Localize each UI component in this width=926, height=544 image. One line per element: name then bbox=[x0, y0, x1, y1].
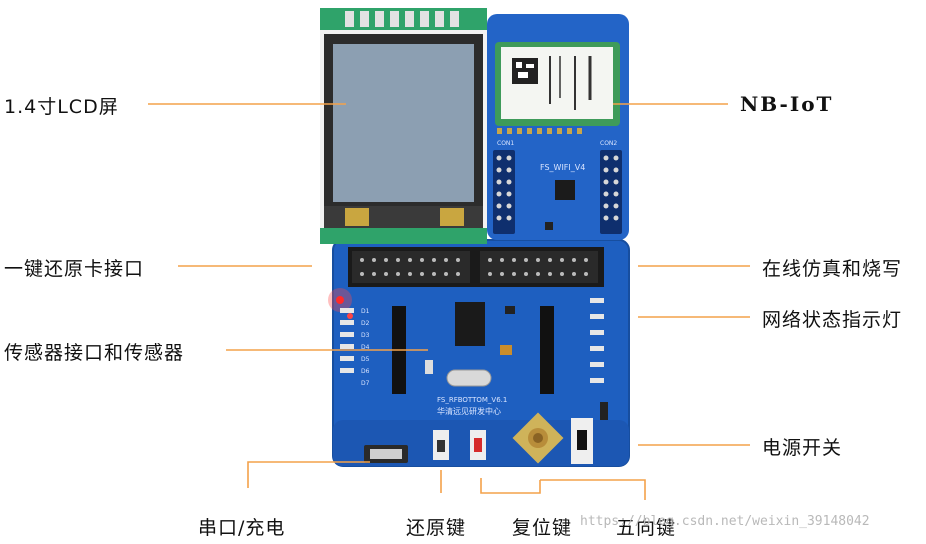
silk-d7: D7 bbox=[361, 380, 370, 387]
label-reset-key: 复位键 bbox=[512, 517, 573, 539]
silk-bottom: FS_RFBOTTOM_V6.1 bbox=[437, 396, 507, 404]
watermark: https://blog.csdn.net/weixin_39148042 bbox=[580, 514, 870, 529]
label-restore-key: 还原键 bbox=[406, 517, 467, 539]
label-lcd: 1.4寸LCD屏 bbox=[4, 96, 119, 118]
silk-d5: D5 bbox=[361, 356, 370, 363]
label-net-led: 网络状态指示灯 bbox=[762, 309, 903, 331]
silk-d3: D3 bbox=[361, 332, 370, 339]
silk-con1: CON1 bbox=[497, 140, 514, 147]
silk-d6: D6 bbox=[361, 368, 370, 375]
five-way-key bbox=[512, 412, 564, 464]
label-restore-port: 一键还原卡接口 bbox=[4, 258, 145, 280]
lcd-screen bbox=[333, 44, 474, 202]
silk-d2: D2 bbox=[361, 320, 370, 327]
bottom-board bbox=[333, 240, 629, 466]
sensor-header-right bbox=[540, 306, 554, 394]
leader-five-key bbox=[540, 479, 646, 500]
silk-d1: D1 bbox=[361, 308, 370, 315]
label-emulate: 在线仿真和烧写 bbox=[762, 258, 903, 280]
silk-wifi: FS_WIFI_V4 bbox=[540, 163, 585, 172]
label-nbiot: NB-IoT bbox=[740, 92, 834, 116]
silk-maker: 华清远见研发中心 bbox=[437, 406, 501, 416]
silk-d-labels: D1 D2 D3 D4 D5 D6 D7 bbox=[361, 308, 370, 387]
label-sensor: 传感器接口和传感器 bbox=[4, 342, 185, 364]
label-serial: 串口/充电 bbox=[198, 517, 286, 539]
leader-serial bbox=[247, 461, 370, 488]
leader-reset-key bbox=[480, 478, 541, 494]
silk-con2: CON2 bbox=[600, 140, 617, 147]
silk-d4: D4 bbox=[361, 344, 370, 351]
label-five-key: 五向键 bbox=[616, 517, 677, 539]
label-power: 电源开关 bbox=[762, 437, 843, 459]
